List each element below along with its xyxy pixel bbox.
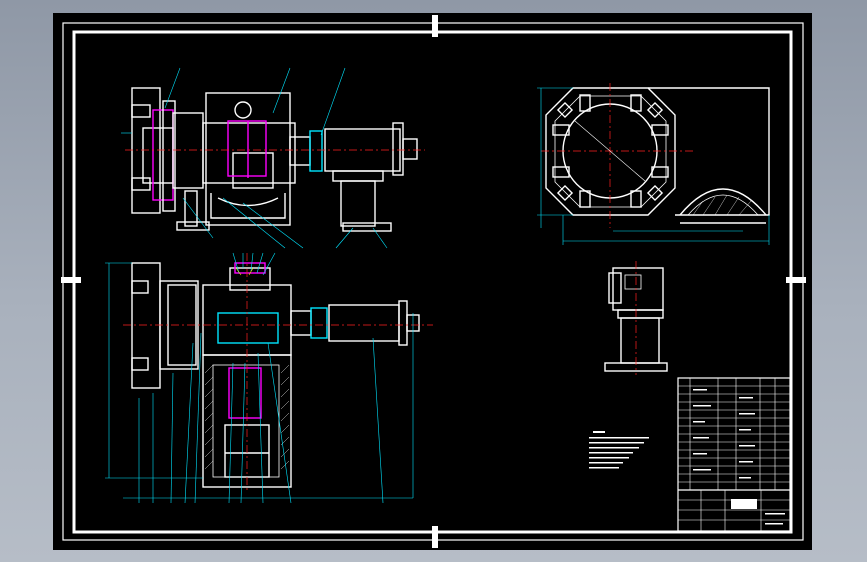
top-assembly-view bbox=[131, 87, 418, 232]
title-block bbox=[677, 377, 791, 532]
title-block-text-marks bbox=[693, 389, 785, 525]
center-mark-bottom bbox=[432, 526, 438, 548]
drawing-sheet bbox=[53, 13, 812, 550]
title-block-logo bbox=[731, 499, 757, 509]
dome-hatching bbox=[692, 194, 752, 216]
center-mark-left bbox=[61, 277, 81, 283]
center-mark-top bbox=[432, 15, 438, 37]
hatching-front bbox=[204, 364, 290, 470]
cad-drawing bbox=[61, 15, 806, 548]
dimensions-front bbox=[105, 252, 414, 504]
small-side-view bbox=[604, 267, 668, 372]
octagon-end-view bbox=[545, 87, 770, 224]
dimensions-octagon bbox=[537, 87, 770, 245]
technical-notes bbox=[589, 431, 649, 469]
octagon-diameter-line bbox=[574, 120, 646, 182]
yellow-accents bbox=[235, 267, 254, 276]
front-section-view bbox=[131, 262, 420, 488]
center-mark-right bbox=[786, 277, 806, 283]
leaders-top bbox=[121, 67, 388, 249]
centerlines-octagon bbox=[541, 83, 693, 228]
inner-frame bbox=[72, 30, 793, 534]
